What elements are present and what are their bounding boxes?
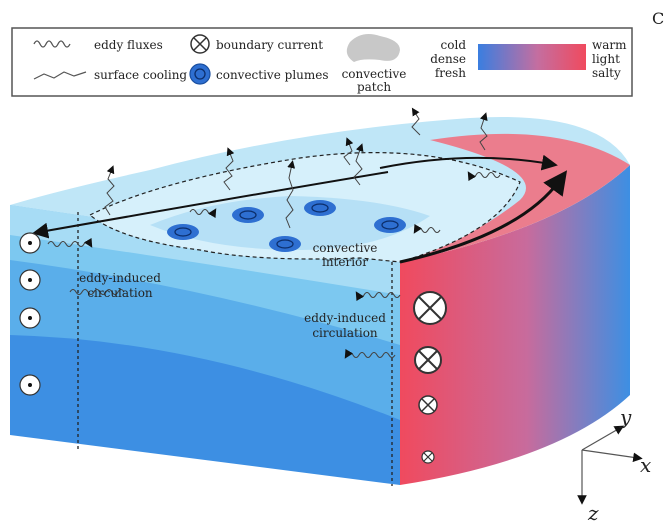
legend-eddy-fluxes: eddy fluxes (94, 38, 163, 52)
eddy-right-label-2: circulation (312, 326, 378, 340)
panel-letter: C (652, 9, 664, 28)
cross-marker (421, 450, 435, 464)
cross-marker (414, 346, 442, 374)
legend-fresh: fresh (435, 66, 466, 80)
surface-cooling-arrows (104, 107, 488, 229)
legend-boundary-current: boundary current (216, 38, 323, 52)
plume (269, 236, 301, 252)
patch-core (150, 196, 430, 250)
legend-cold: cold (441, 38, 467, 52)
legend-warm: warm (592, 38, 627, 52)
dot-marker (19, 232, 41, 254)
eddy-left-label-1: eddy-induced (79, 271, 161, 285)
ocean-block (10, 116, 630, 486)
x-axis-arrow (581, 449, 643, 463)
legend-light: light (592, 52, 620, 66)
plume (167, 224, 199, 240)
legend-convective-patch-1: convective (342, 67, 407, 81)
legend-convective-patch-2: patch (357, 80, 391, 94)
boundary-current-legend-icon (190, 34, 210, 54)
y-axis-arrow (581, 425, 625, 451)
eddy-left-label-2: circulation (87, 286, 153, 300)
temperature-colorbar (478, 44, 586, 70)
boundary-current-arrow-right (399, 170, 568, 264)
legend-surface-cooling: surface cooling (94, 68, 187, 82)
cross-marker (418, 395, 438, 415)
interior-label-2: interior (322, 255, 368, 269)
warm-rim (400, 133, 630, 262)
convective-patch-legend-icon (346, 34, 400, 62)
legend-convective-plumes: convective plumes (216, 68, 329, 82)
legend: eddy fluxes surface cooling boundary cur… (11, 27, 633, 97)
plume (304, 200, 336, 216)
dot-marker (19, 269, 41, 291)
eddy-right-label-1: eddy-induced (304, 311, 386, 325)
dot-marker (19, 307, 41, 329)
eddy-flux-legend-icon (33, 40, 71, 48)
y-axis-label: y (619, 405, 632, 429)
legend-dense: dense (430, 52, 466, 66)
axes-indicator: y x z (577, 405, 651, 525)
surface-cooling-legend-icon (33, 71, 87, 80)
legend-salty: salty (592, 66, 621, 80)
x-axis-label: x (640, 453, 651, 477)
interior-label-1: convective (313, 241, 378, 255)
dot-marker (19, 374, 41, 396)
boundary-current-arrow-rim (379, 154, 558, 171)
boundary-markers-left (19, 232, 41, 396)
boundary-current-arrow-top (32, 171, 389, 239)
eddy-flux-arrows (47, 171, 501, 359)
curved-face (400, 165, 630, 485)
z-axis-label: z (587, 501, 599, 525)
plume (232, 207, 264, 223)
cross-marker (413, 291, 447, 325)
convective-plume-legend-icon (189, 63, 211, 85)
plume (374, 217, 406, 233)
boundary-markers-right (413, 291, 447, 464)
convective-plumes (167, 200, 406, 252)
